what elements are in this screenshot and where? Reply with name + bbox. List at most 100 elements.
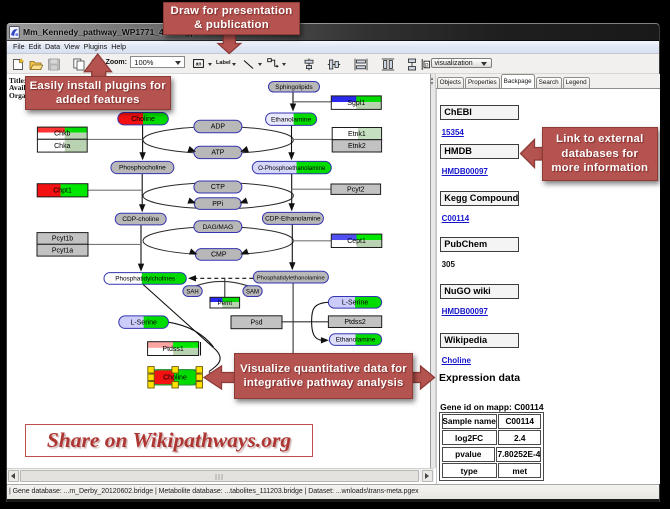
gene-id-line: Gene id on mapp: C00114	[440, 401, 544, 412]
svg-text:Phosphatidylethanolamine: Phosphatidylethanolamine	[257, 275, 325, 281]
line-caret-icon[interactable]	[257, 62, 262, 66]
menu-file[interactable]: File	[13, 41, 25, 51]
visualization-caret-icon[interactable]	[480, 62, 487, 67]
node-pcyt1b[interactable]: Pcyt1b	[36, 232, 89, 245]
align-middle-icon[interactable]	[327, 58, 341, 71]
titlebar[interactable]: Mm_Kennedy_pathway_WP1771_45176.gpml	[7, 23, 659, 41]
node-ptdss1[interactable]: Ptdss1	[147, 341, 200, 356]
save-icon[interactable]	[47, 58, 61, 71]
node-chkb[interactable]: Chkb	[36, 126, 88, 140]
datanode-icon[interactable]: an	[193, 59, 204, 68]
node-pcyt2[interactable]: Pcyt2	[330, 183, 382, 195]
selection-handle[interactable]	[147, 373, 155, 381]
node-chka[interactable]: Chka	[36, 138, 88, 153]
scroll-right-button[interactable]	[421, 470, 434, 482]
copy-icon[interactable]	[72, 58, 86, 71]
selection-handle[interactable]	[171, 366, 179, 374]
app-icon	[9, 25, 20, 39]
arrowhead-icon	[188, 248, 198, 255]
common-width-icon[interactable]	[354, 58, 368, 71]
canvas-hscrollbar[interactable]	[7, 468, 434, 482]
node-sah[interactable]: SAH	[182, 285, 203, 297]
section-link[interactable]: Choline	[441, 355, 471, 365]
node-ethanolamine[interactable]: Ethanolamine	[328, 333, 383, 346]
open-icon[interactable]	[29, 58, 43, 71]
splitter-collapse-icon[interactable]	[431, 77, 434, 80]
node-etnk1[interactable]: Etnk1	[331, 126, 383, 141]
node-cdp-ethanolamine[interactable]: CDP-Ethanolamine	[261, 211, 324, 225]
selection-handle[interactable]	[195, 366, 203, 374]
selection-handle[interactable]	[195, 373, 203, 381]
node-pcyt1a[interactable]: Pcyt1a	[36, 243, 89, 257]
node-l-serine[interactable]: L-Serine	[327, 295, 383, 309]
node-pemt[interactable]: Pemt	[209, 296, 241, 309]
node-sgpl1[interactable]: Sgpl1	[330, 95, 382, 110]
menu-edit[interactable]: Edit	[28, 41, 41, 51]
node-ppi[interactable]: PPi	[193, 197, 242, 210]
label-caret-icon[interactable]	[232, 62, 236, 66]
node-psd[interactable]: Psd	[230, 315, 283, 330]
menu-plugins[interactable]: Plugins	[83, 41, 108, 51]
stack-horizontal-icon[interactable]: p	[420, 58, 432, 71]
splitter[interactable]	[429, 74, 436, 469]
node-choline[interactable]: Choline	[117, 112, 169, 126]
visualization-combobox[interactable]: visualization	[430, 57, 492, 68]
section-link[interactable]: HMDB00097	[441, 166, 488, 176]
section-link[interactable]: 15354	[441, 127, 464, 137]
node-cdp-choline[interactable]: CDP-choline	[114, 212, 167, 226]
node-etnk2[interactable]: Etnk2	[331, 139, 383, 153]
node-ptdss2[interactable]: Ptdss2	[327, 315, 383, 328]
tab-properties[interactable]: Properties	[464, 76, 500, 89]
node-adp[interactable]: ADP	[193, 119, 243, 134]
scroll-left-button[interactable]	[7, 470, 19, 482]
selection-handle[interactable]	[195, 381, 203, 389]
node-atp[interactable]: ATP	[193, 145, 243, 160]
node-cept1[interactable]: Cept1	[330, 233, 383, 248]
scrollbar-thumb[interactable]	[20, 470, 419, 482]
tab-backpage[interactable]: Backpage	[500, 73, 535, 89]
node-o-phosphoethanolamine[interactable]: O-Phosphoethanolamine	[251, 160, 332, 175]
node-cmp[interactable]: CMP	[194, 248, 243, 261]
node-chpt1[interactable]: Chpt1	[36, 183, 89, 198]
node-ctp[interactable]: CTP	[193, 180, 243, 194]
pathway-edge	[168, 321, 214, 348]
align-center-icon[interactable]	[303, 58, 315, 71]
node-ethanolamine[interactable]: Ethanolamine	[265, 112, 318, 126]
node-l-serine[interactable]: L-Serine	[118, 315, 169, 329]
callout-visualize-line2: integrative pathway analysis	[243, 377, 404, 389]
node-phosphocholine[interactable]: Phosphocholine	[110, 160, 175, 175]
selection-handle[interactable]	[171, 381, 179, 389]
datanode-caret-icon[interactable]	[207, 62, 212, 66]
menu-help[interactable]: Help	[111, 41, 126, 51]
tab-search[interactable]: Search	[535, 76, 562, 89]
connector-icon[interactable]	[267, 58, 279, 69]
arrowhead-icon	[137, 263, 145, 272]
connector-caret-icon[interactable]	[281, 62, 286, 66]
section-link[interactable]: C00114	[441, 213, 470, 223]
zoom-caret-icon[interactable]	[174, 61, 181, 66]
line-icon[interactable]	[243, 59, 254, 70]
new-file-icon[interactable]	[11, 58, 25, 71]
node-sphingolipids[interactable]: Sphingolipids	[267, 81, 320, 93]
common-height-icon[interactable]	[381, 58, 395, 71]
selection-handle[interactable]	[147, 366, 155, 374]
tab-legend[interactable]: Legend	[562, 76, 590, 89]
menu-data[interactable]: Data	[44, 41, 61, 51]
section-link[interactable]: HMDB00097	[441, 306, 488, 316]
window-bottom-edge	[7, 499, 659, 502]
label-icon[interactable]: Label	[216, 59, 231, 66]
node-dag-mag[interactable]: DAG/MAG	[193, 220, 243, 233]
zoom-label: Zoom:	[105, 58, 127, 66]
menu-view[interactable]: View	[64, 41, 80, 51]
node-phosphatidylcholines[interactable]: Phosphatidylcholines	[103, 272, 187, 285]
tab-objects[interactable]: Objects	[436, 76, 464, 89]
node-phosphatidylethanolamine[interactable]: Phosphatidylethanolamine	[252, 270, 329, 284]
selection-handle[interactable]	[147, 381, 155, 389]
zoom-combobox[interactable]: 100%	[130, 56, 185, 69]
svg-text:DAG/MAG: DAG/MAG	[203, 224, 234, 231]
splitter-expand-icon[interactable]	[431, 82, 434, 85]
node-sam[interactable]: SAM	[242, 285, 263, 297]
pathway-edge	[311, 301, 329, 341]
stack-vertical-icon[interactable]	[406, 58, 418, 71]
